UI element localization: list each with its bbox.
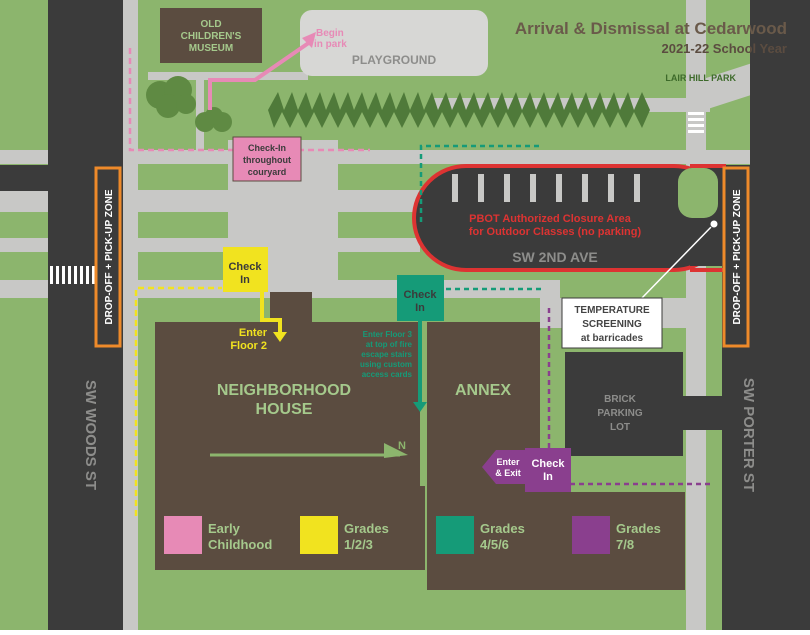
purple-enter-arrow: Enter & Exit — [482, 450, 529, 484]
temp-label-2: SCREENING — [582, 319, 642, 330]
neighborhood-house-label-2: HOUSE — [256, 401, 313, 418]
annex-label: ANNEX — [455, 382, 511, 399]
dropoff-left-label: DROP-OFF + PICK-UP ZONE — [104, 189, 115, 324]
temp-pointer-dot — [709, 219, 719, 229]
pink-checkin-box: Check-In throughout couryard — [232, 136, 302, 182]
yellow-enter-2: Floor 2 — [230, 340, 267, 352]
museum-building — [160, 8, 262, 63]
legend-label-2: 4/5/6 — [480, 537, 509, 552]
map-subtitle: 2021-22 School Year — [661, 41, 787, 56]
parking-label-1: BRICK — [604, 394, 636, 405]
yellow-enter-1: Enter — [239, 327, 268, 339]
yellow-checkin-box: Check In — [223, 247, 268, 292]
pink-checkin-1: Check-In — [248, 143, 286, 153]
purple-checkin-2: In — [543, 471, 553, 483]
legend-item-grades-456: Grades 4/5/6 — [436, 516, 525, 554]
parking-driveway — [680, 396, 724, 430]
annex-building — [427, 322, 685, 590]
legend-label-1: Grades — [616, 521, 661, 536]
trees — [146, 76, 232, 132]
crosswalk-left — [50, 266, 95, 284]
dropoff-zone-left: DROP-OFF + PICK-UP ZONE — [94, 166, 122, 348]
green-note-2: at top of fire — [366, 340, 413, 349]
closure-label-1: PBOT Authorized Closure Area — [469, 213, 632, 225]
yellow-arrow-line — [260, 292, 282, 334]
north-arrow: N — [210, 440, 408, 458]
purple-enter-1: Enter — [496, 457, 520, 467]
legend-item-grades-123: Grades 1/2/3 — [300, 516, 389, 554]
north-label: N — [398, 440, 406, 452]
legend-label-2: 1/2/3 — [344, 537, 373, 552]
begin-label-1: Begin — [316, 28, 344, 39]
pink-arrow-line — [208, 40, 312, 110]
yellow-arrow-head — [273, 332, 287, 342]
temp-label-1: TEMPERATURE — [574, 305, 650, 316]
pink-checkin-2: throughout — [243, 155, 291, 165]
green-note-3: escape stairs — [361, 350, 412, 359]
legend-label-1: Grades — [344, 521, 389, 536]
green-note-5: access cards — [362, 370, 413, 379]
legend-label-2: Childhood — [208, 537, 272, 552]
parking-label-2: PARKING — [597, 408, 643, 419]
yellow-route-line — [134, 286, 222, 516]
legend: Early Childhood Grades 1/2/3 Grades 4/5/… — [164, 516, 661, 554]
temperature-screening-callout: TEMPERATURE SCREENING at barricades — [561, 297, 663, 349]
crosswalk-park — [688, 112, 704, 133]
porter-street-label: SW PORTER ST — [740, 378, 757, 492]
green-arrow-head — [413, 402, 427, 412]
playground-label: PLAYGROUND — [352, 53, 437, 67]
park-label: LAIR HILL PARK — [665, 73, 736, 83]
legend-label-2: 7/8 — [616, 537, 634, 552]
legend-swatch — [164, 516, 202, 554]
temp-label-3: at barricades — [581, 333, 644, 344]
playground-area — [300, 10, 488, 76]
second-ave-label: SW 2ND AVE — [512, 249, 598, 265]
legend-swatch — [572, 516, 610, 554]
legend-swatch — [300, 516, 338, 554]
yellow-checkin-2: In — [240, 274, 250, 286]
purple-enter-2: & Exit — [495, 468, 521, 478]
neighborhood-house-label-1: NEIGHBORHOOD — [217, 382, 351, 399]
purple-checkin-1: Check — [531, 458, 565, 470]
woods-street-label: SW WOODS ST — [82, 380, 99, 490]
green-note-1: Enter Floor 3 — [363, 330, 413, 339]
pink-arrow-head — [302, 32, 316, 48]
legend-label-1: Early — [208, 521, 241, 536]
green-note-4: using custom — [360, 360, 412, 369]
pink-checkin-3: couryard — [248, 167, 287, 177]
purple-checkin-box: Check In — [525, 448, 571, 492]
museum-label-2: CHILDREN'S — [181, 31, 242, 42]
legend-item-grades-78: Grades 7/8 — [572, 516, 661, 554]
green-route-line — [419, 144, 540, 222]
green-checkin-box: Check In — [397, 275, 444, 321]
green-checkin-2: In — [415, 302, 425, 314]
neighborhood-house — [155, 292, 425, 570]
map-title: Arrival & Dismissal at Cedarwood — [515, 19, 787, 38]
museum-label-1: OLD — [200, 19, 221, 30]
yellow-checkin-1: Check — [228, 261, 262, 273]
dropoff-zone-right: DROP-OFF + PICK-UP ZONE — [722, 166, 750, 348]
dropoff-right-label: DROP-OFF + PICK-UP ZONE — [732, 189, 743, 324]
begin-label-2: in park — [314, 39, 347, 50]
museum-label-3: MUSEUM — [189, 43, 233, 54]
brick-parking-lot — [565, 352, 683, 456]
parking-label-3: LOT — [610, 422, 630, 433]
legend-item-early-childhood: Early Childhood — [164, 516, 272, 554]
green-checkin-1: Check — [403, 289, 437, 301]
hedge — [268, 92, 650, 128]
legend-label-1: Grades — [480, 521, 525, 536]
closure-label-2: for Outdoor Classes (no parking) — [469, 226, 642, 238]
legend-swatch — [436, 516, 474, 554]
temp-pointer-line — [639, 223, 715, 301]
